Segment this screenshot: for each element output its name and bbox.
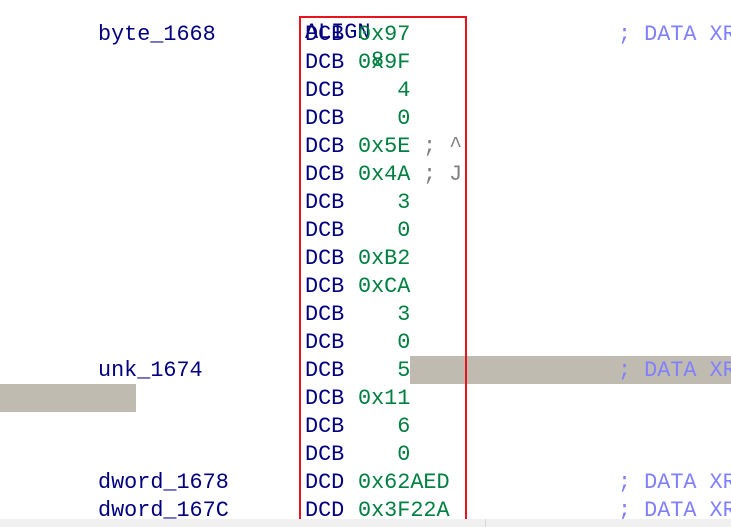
instruction: DCB [305, 302, 345, 327]
xref-comment[interactable]: ; DATA XR [618, 470, 731, 495]
data-label[interactable]: byte_1668 [98, 22, 216, 47]
operand: 0x11 [358, 386, 411, 411]
operand: 0xCA [358, 274, 411, 299]
listing-line[interactable]: DCB 3 [0, 301, 731, 329]
instruction: DCB [305, 190, 345, 215]
operand: 5 [358, 358, 411, 383]
operand: 6 [358, 414, 411, 439]
instruction: DCB [305, 162, 345, 187]
listing-line[interactable]: dword_1678 DCD 0x62AED ; DATA XR [0, 469, 731, 497]
instruction: DCB [305, 50, 345, 75]
instruction: DCD [305, 498, 345, 523]
data-label[interactable]: dword_167C [98, 498, 229, 523]
inline-comment: ; ^ [423, 134, 463, 159]
operand: 0 [358, 106, 411, 131]
listing-line[interactable]: DCB 6 [0, 413, 731, 441]
data-label[interactable]: unk_1674 [98, 358, 203, 383]
listing-line[interactable]: DCB 0 [0, 441, 731, 469]
selection-box [299, 16, 467, 522]
instruction: DCB [305, 442, 345, 467]
instruction: DCB [305, 414, 345, 439]
operand: 4 [358, 78, 411, 103]
operand: 0x62AED [358, 470, 450, 495]
listing-line[interactable]: DCB 0x11 [0, 385, 731, 413]
line-highlight [410, 356, 731, 384]
listing-line[interactable]: DCB 0xCA [0, 273, 731, 301]
instruction: DCB [305, 386, 345, 411]
instruction: DCB [305, 106, 345, 131]
instruction: DCB [305, 134, 345, 159]
operand: 0x3F22A [358, 498, 450, 523]
operand: 0x97 [358, 22, 411, 47]
xref-comment[interactable]: ; DATA XR [618, 498, 731, 523]
margin-highlight [0, 384, 136, 412]
operand: 0x4A [358, 162, 411, 187]
listing-line[interactable]: dword_167C DCD 0x3F22A ; DATA XR [0, 497, 731, 525]
listing-line[interactable]: DCB 0 [0, 217, 731, 245]
instruction: DCD [305, 470, 345, 495]
instruction: DCB [305, 22, 345, 47]
listing-line[interactable]: byte_1668 DCB 0x97 ; DATA XR [0, 21, 731, 49]
xref-comment[interactable]: ; DATA XR [618, 22, 731, 47]
listing-line[interactable]: DCB 0x4A ; J [0, 161, 731, 189]
instruction: DCB [305, 246, 345, 271]
instruction: DCB [305, 330, 345, 355]
listing-line[interactable]: DCB 0 [0, 329, 731, 357]
xref-comment[interactable]: ; DATA XR [618, 358, 731, 383]
operand: 0x5E [358, 134, 411, 159]
instruction: DCB [305, 218, 345, 243]
instruction: DCB [305, 274, 345, 299]
listing-line[interactable]: unk_1674 DCB 5 ; DATA XR [0, 357, 731, 385]
instruction: DCB [305, 358, 345, 383]
operand: 0 [358, 330, 411, 355]
instruction: DCB [305, 78, 345, 103]
horizontal-scrollbar[interactable] [0, 519, 731, 527]
pane-divider [485, 519, 486, 527]
listing-line[interactable]: DCB 4 [0, 77, 731, 105]
directive-value: 8 [371, 48, 385, 73]
listing-line[interactable]: DCB 0x5E ; ^ [0, 133, 731, 161]
operand: 0x9F [358, 50, 411, 75]
directive: ALIGN [305, 20, 371, 45]
listing-line[interactable]: DCB 0xB2 [0, 245, 731, 273]
listing-line[interactable]: DCB 0x9F [0, 49, 731, 77]
align-line[interactable]: ALIGN 8 [0, 0, 731, 73]
operand: 0xB2 [358, 246, 411, 271]
data-label[interactable]: dword_1678 [98, 470, 229, 495]
operand: 3 [358, 190, 411, 215]
operand: 3 [358, 302, 411, 327]
listing-line[interactable]: DCB 3 [0, 189, 731, 217]
operand: 0 [358, 442, 411, 467]
inline-comment: ; J [423, 162, 463, 187]
operand: 0 [358, 218, 411, 243]
listing-line[interactable]: DCB 0 [0, 105, 731, 133]
